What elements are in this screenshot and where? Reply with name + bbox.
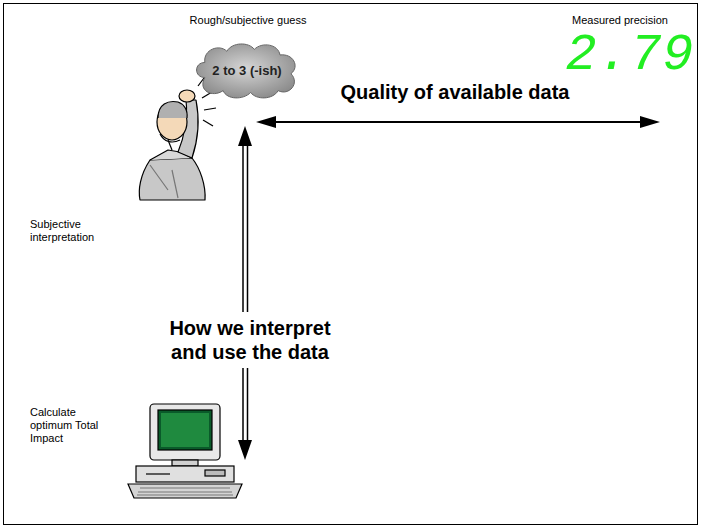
side-label: Subjective interpretation xyxy=(30,218,112,244)
side-label: Calculate optimum Total Impact xyxy=(30,406,102,445)
cloud-text: 2 to 3 (-ish) xyxy=(212,63,281,78)
caption-label: Rough/subjective guess xyxy=(190,14,307,27)
axis-label: Quality of available data xyxy=(341,80,570,104)
cloud-shape: 2 to 3 (-ish) xyxy=(192,40,302,100)
puzzled-man-illustration xyxy=(139,78,216,200)
interpretation-arrow xyxy=(238,126,252,460)
quality-arrow xyxy=(256,116,660,128)
computer-illustration xyxy=(128,404,242,498)
digital-readout: 2.79 xyxy=(566,28,695,84)
frame-border xyxy=(4,4,698,525)
cloud-text-group: 2 to 3 (-ish) xyxy=(212,63,281,78)
caption-label: Measured precision xyxy=(572,14,668,27)
axis-label: How we interpret and use the data xyxy=(150,312,350,368)
